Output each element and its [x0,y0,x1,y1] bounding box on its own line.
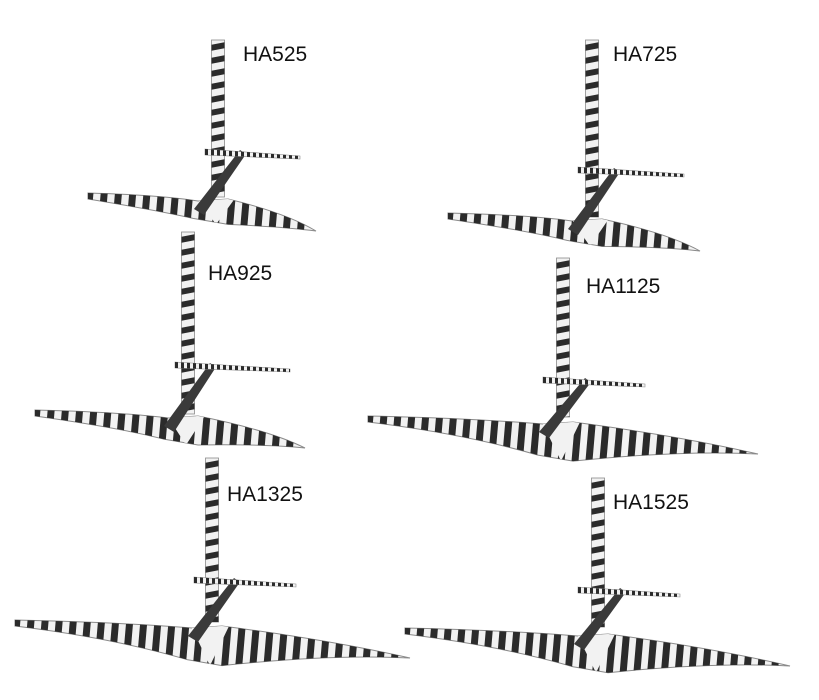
fuselage [188,578,240,642]
fuselage [164,363,216,432]
foil-model-label: HA1525 [613,491,689,514]
fuselage [574,588,626,650]
fuselage [568,168,620,235]
stabilizer [577,586,681,598]
foil-model-label: HA1125 [586,275,661,298]
foil-model-label: HA1325 [227,483,303,506]
fuselage [539,378,591,438]
mast [211,39,225,198]
foil-model-label: HA725 [613,43,678,66]
fuselage [194,150,246,215]
foil-model-label: HA925 [208,262,273,285]
foil-model-label: HA525 [243,43,308,66]
mast [556,257,570,418]
